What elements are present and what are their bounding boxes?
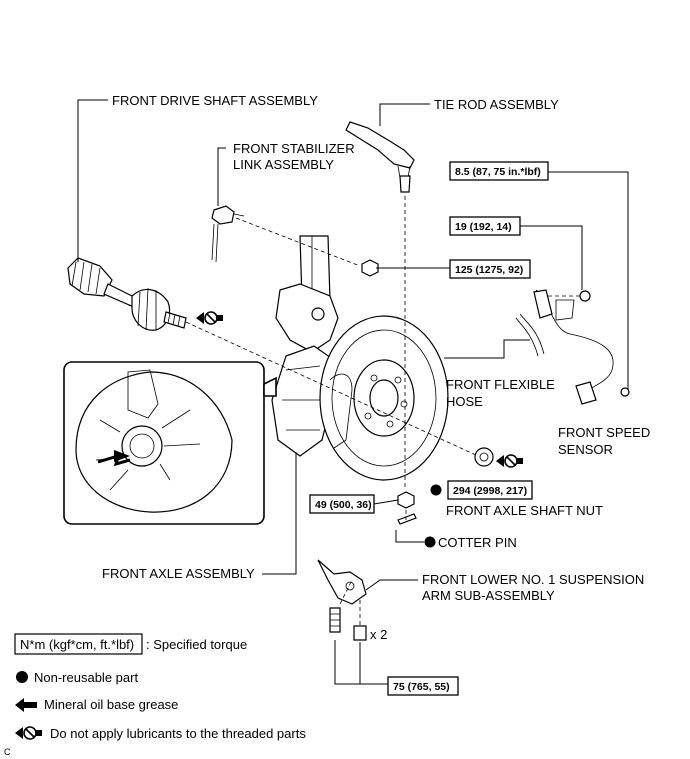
torque-spec-75: 75 (765, 55) [387, 676, 459, 696]
label-flexible-hose-line2: HOSE [446, 394, 483, 409]
torque-value: 294 (2998, 217) [453, 485, 527, 497]
no-lubricant-icon [496, 454, 523, 468]
no-lubricant-icon [15, 726, 42, 740]
legend-torque-units: N*m (kgf*cm, ft.*lbf) [20, 637, 134, 652]
torque-value: 75 (765, 55) [393, 681, 450, 693]
label-cotter-pin: COTTER PIN [438, 535, 517, 550]
small-parts-drawing [361, 259, 494, 525]
legend-torque-box [14, 633, 143, 655]
leader-lines [77, 99, 629, 685]
legend-non-reusable: Non-reusable part [34, 670, 138, 685]
legend: N*m (kgf*cm, ft.*lbf) : Specified torque… [14, 633, 306, 741]
lower-arm-drawing [317, 559, 367, 641]
torque-spec-125: 125 (1275, 92) [449, 259, 531, 279]
corner-mark: C [4, 747, 11, 757]
non-reusable-dot-axle-nut [430, 484, 442, 496]
label-lower-arm-line1: FRONT LOWER NO. 1 SUSPENSION [422, 572, 644, 587]
label-front-axle: FRONT AXLE ASSEMBLY [102, 566, 255, 581]
inset-detail [63, 361, 277, 525]
torque-value: 19 (192, 14) [455, 221, 512, 233]
label-flexible-hose-line1: FRONT FLEXIBLE [446, 377, 555, 392]
label-lower-arm-line2: ARM SUB-ASSEMBLY [422, 588, 555, 603]
label-stabilizer-link-line1: FRONT STABILIZER [233, 141, 355, 156]
label-stabilizer-link-line2: LINK ASSEMBLY [233, 157, 334, 172]
torque-value: 125 (1275, 92) [455, 264, 523, 276]
tie-rod-drawing [345, 121, 415, 193]
stabilizer-link-drawing [211, 205, 245, 263]
legend-grease: Mineral oil base grease [44, 697, 178, 712]
legend-torque-desc: : Specified torque [146, 637, 247, 652]
torque-spec-49: 49 (500, 36) [309, 494, 375, 514]
label-axle-shaft-nut: FRONT AXLE SHAFT NUT [446, 503, 603, 518]
torque-value: 8.5 (87, 75 in.*lbf) [455, 166, 541, 178]
grease-arrow-icon [15, 698, 37, 712]
torque-spec-294: 294 (2998, 217) [447, 480, 533, 500]
label-tie-rod: TIE ROD ASSEMBLY [434, 97, 559, 112]
label-speed-sensor-line2: SENSOR [558, 442, 613, 457]
legend-no-lubricant: Do not apply lubricants to the threaded … [50, 726, 306, 741]
label-front-drive-shaft: FRONT DRIVE SHAFT ASSEMBLY [112, 93, 318, 108]
non-reusable-dot-cotter-pin [424, 536, 436, 548]
label-quantity: x 2 [370, 627, 387, 642]
label-speed-sensor-line1: FRONT SPEED [558, 425, 650, 440]
non-reusable-dot-icon [16, 671, 28, 683]
torque-value: 49 (500, 36) [315, 499, 372, 511]
speed-sensor-drawing [515, 289, 630, 405]
torque-spec-8-5: 8.5 (87, 75 in.*lbf) [449, 161, 549, 181]
torque-spec-19: 19 (192, 14) [449, 216, 521, 236]
front-axle-assembly-drawing [271, 235, 449, 481]
front-drive-shaft-drawing [67, 257, 187, 331]
no-lubricant-icon [196, 311, 223, 325]
